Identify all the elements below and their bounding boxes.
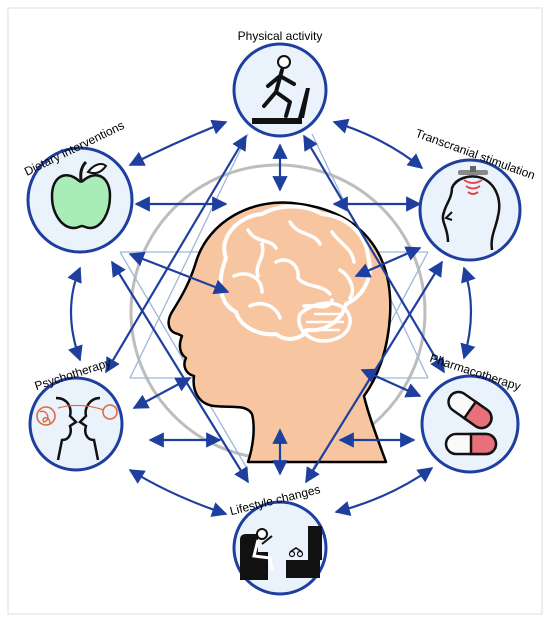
arrow-transcranial-pharmaco (460, 266, 476, 360)
diagram-frame (7, 7, 543, 615)
node-psychotherapy: Psychotherapy (28, 355, 124, 472)
two-faces-icon (36, 396, 118, 461)
connection-arrows (67, 118, 476, 517)
arrow-dietary-head (128, 251, 230, 295)
label-physical-activity: Physical activity (238, 29, 323, 43)
apple-icon (50, 160, 112, 230)
node-dietary-interventions: Dietary interventions (22, 118, 134, 254)
capsules-icon (444, 390, 498, 456)
arrow-psycho-dietary (67, 266, 83, 362)
node-pharmacotherapy: Pharmacotherapy (420, 351, 522, 474)
head-stimulation-icon (441, 166, 501, 251)
arrow-dietary-physical (128, 119, 228, 166)
node-transcranial-stimulation: Transcranial stimulation (414, 126, 537, 262)
arrow-physical-transcranial (332, 118, 424, 169)
arrow-pharmaco-head (360, 368, 422, 398)
node-circle (420, 374, 520, 474)
treadmill-runner-icon (252, 55, 310, 124)
node-physical-activity: Physical activity (232, 29, 328, 138)
node-circle (28, 376, 124, 472)
arrow-transcranial-head (354, 246, 422, 278)
head-brain-icon (167, 201, 392, 464)
arrow-psycho-head (132, 377, 192, 409)
node-lifestyle-changes: Lifestyle changes (228, 482, 328, 596)
arrow-lifestyle-psycho (128, 469, 228, 517)
tv-armchair-icon (240, 526, 322, 580)
node-circle (418, 158, 522, 262)
arrow-pharmaco-lifestyle (334, 467, 434, 516)
